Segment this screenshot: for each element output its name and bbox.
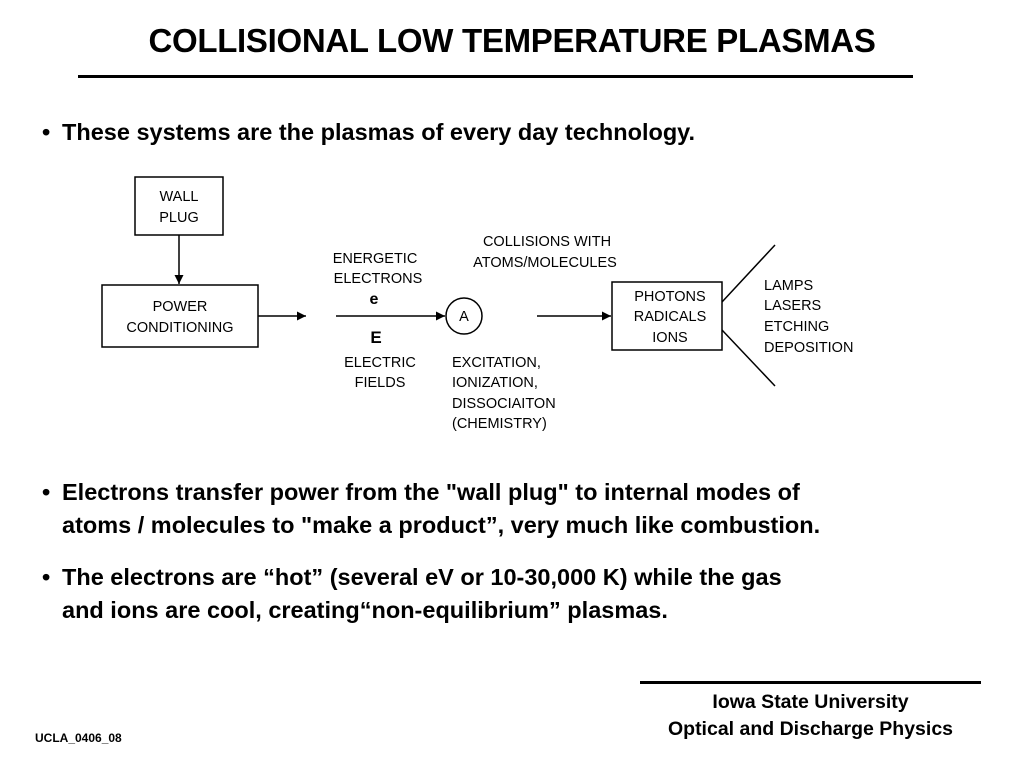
wall-plug-box: [134, 176, 224, 236]
process-label-4: (CHEMISTRY): [452, 416, 547, 432]
footer-institution: Iowa State University: [712, 691, 909, 713]
bullet-2-line-2: atoms / molecules to "make a product”, v…: [62, 512, 821, 538]
bullet-2-line-1: Electrons transfer power from the "wall …: [62, 479, 800, 505]
slide-title: COLLISIONAL LOW TEMPERATURE PLASMAS: [148, 22, 876, 59]
collisions-label-2: ATOMS/MOLECULES: [473, 255, 617, 271]
energetic-label-2: ELECTRONS: [334, 271, 423, 287]
field-symbol: E: [370, 328, 381, 347]
electric-fields-label-2: FIELDS: [355, 375, 406, 391]
application-label-2: LASERS: [764, 298, 821, 314]
fan-line-lower: [721, 329, 776, 387]
bullet-3-line-2: and ions are cool, creating“non-equilibr…: [62, 597, 668, 623]
application-label-3: ETCHING: [764, 319, 829, 335]
wall-plug-label-2: PLUG: [159, 210, 199, 226]
products-label-2: RADICALS: [634, 309, 707, 325]
power-conditioning-label-1: POWER: [153, 299, 208, 315]
wall-plug-label-1: WALL: [160, 189, 199, 205]
products-box: [611, 281, 723, 351]
products-label-3: IONS: [652, 330, 687, 346]
atom-symbol: A: [459, 309, 469, 325]
fan-line-upper: [721, 244, 776, 303]
atom-circle: [445, 297, 483, 335]
application-label-4: DEPOSITION: [764, 340, 853, 356]
process-label-2: IONIZATION,: [452, 375, 538, 391]
bullet-3-line-1: The electrons are “hot” (several eV or 1…: [62, 564, 782, 590]
title-underline: [78, 75, 913, 78]
products-label-1: PHOTONS: [634, 289, 705, 305]
power-conditioning-box: [101, 284, 259, 348]
footer-rule: [640, 681, 981, 684]
bullet-1-line-1: These systems are the plasmas of every d…: [62, 119, 696, 145]
application-label-1: LAMPS: [764, 278, 813, 294]
bullet-dot: •: [42, 564, 51, 590]
slide-id: UCLA_0406_08: [35, 731, 122, 745]
collisions-label-1: COLLISIONS WITH: [483, 234, 611, 250]
power-conditioning-label-2: CONDITIONING: [126, 320, 233, 336]
energetic-label-1: ENERGETIC: [333, 251, 418, 267]
footer-group: Optical and Discharge Physics: [667, 718, 954, 740]
process-label-3: DISSOCIAITON: [452, 396, 556, 412]
electric-fields-label-1: ELECTRIC: [344, 355, 416, 371]
bullet-dot: •: [42, 119, 51, 145]
process-label-1: EXCITATION,: [452, 355, 541, 371]
electron-symbol: e: [370, 291, 379, 308]
bullet-dot: •: [42, 479, 51, 505]
